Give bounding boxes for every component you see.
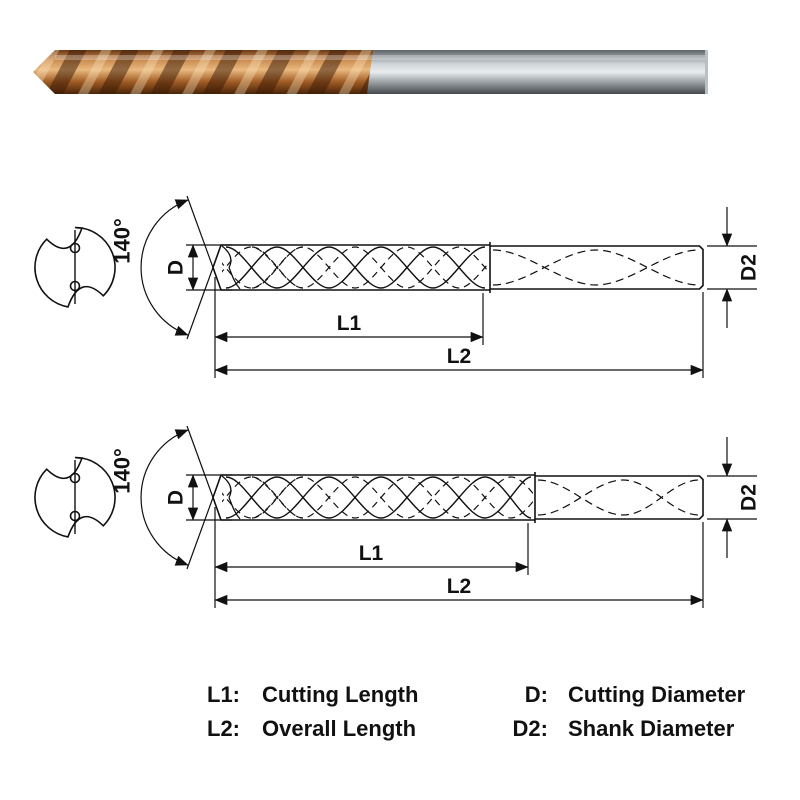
overall-length-label: L2 — [447, 575, 472, 598]
end-view — [34, 456, 116, 538]
overall-length-label: L2 — [447, 345, 472, 368]
point-angle-leg — [186, 267, 214, 340]
point-angle-label: 140° — [110, 448, 135, 494]
point-angle-leg — [186, 497, 214, 570]
legend-key-l1: L1: — [207, 682, 240, 707]
flute-helix-solid — [225, 476, 532, 519]
drill-photo-body — [33, 50, 708, 94]
shank-end-face — [705, 50, 708, 94]
coolant-hole — [69, 280, 81, 292]
point-angle-arc — [140, 429, 189, 566]
point-angle-leg — [186, 195, 214, 268]
legend-key-d: D: — [524, 682, 548, 707]
specular-highlight — [55, 55, 705, 60]
point-angle-label: 140° — [110, 218, 135, 264]
flute-spiral-texture — [33, 50, 375, 94]
cutting-diameter-label: D — [165, 490, 188, 505]
cutting-length-label: L1 — [337, 312, 362, 335]
flute-helix-hidden — [222, 246, 488, 289]
shank-coolant-hidden — [492, 249, 700, 286]
shank-section-photo — [367, 50, 707, 94]
legend-value-l2: Overall Length — [262, 716, 417, 741]
legend-key-d2: D2: — [512, 716, 548, 741]
coolant-hole — [69, 242, 81, 254]
coolant-hole — [69, 472, 81, 484]
shank-diameter-label: D2 — [738, 484, 761, 511]
end-view-outline — [34, 226, 116, 308]
technical-drawing-1: 140° D D2 L1 L2 — [34, 195, 761, 378]
cutting-length-label: L1 — [359, 542, 384, 565]
side-view-outline — [212, 472, 704, 523]
dimension-labels: 140° D D2 L1 L2 — [110, 218, 761, 368]
end-view — [34, 226, 116, 308]
legend: L1: Cutting Length D: Cutting Diameter L… — [207, 682, 745, 742]
side-view-outline — [212, 242, 704, 293]
flute-helix-hidden — [222, 476, 533, 519]
point-angle-arc — [140, 199, 189, 336]
flute-helix-solid — [225, 246, 486, 289]
end-view-outline — [34, 456, 116, 538]
dimension-lines — [140, 425, 757, 608]
legend-value-d2: Shank Diameter — [568, 716, 735, 741]
dimension-labels: 140° D D2 L1 L2 — [110, 448, 761, 598]
dimension-lines — [140, 195, 757, 378]
legend-key-l2: L2: — [207, 716, 240, 741]
technical-drawing-2: 140° D D2 L1 L2 — [34, 425, 761, 608]
shank-diameter-label: D2 — [738, 254, 761, 281]
drill-photo — [33, 50, 708, 94]
legend-value-d: Cutting Diameter — [568, 682, 746, 707]
cutting-diameter-label: D — [165, 260, 188, 275]
legend-value-l1: Cutting Length — [262, 682, 419, 707]
point-angle-leg — [186, 425, 214, 498]
coolant-hole — [69, 510, 81, 522]
shank-coolant-hidden — [537, 479, 700, 516]
